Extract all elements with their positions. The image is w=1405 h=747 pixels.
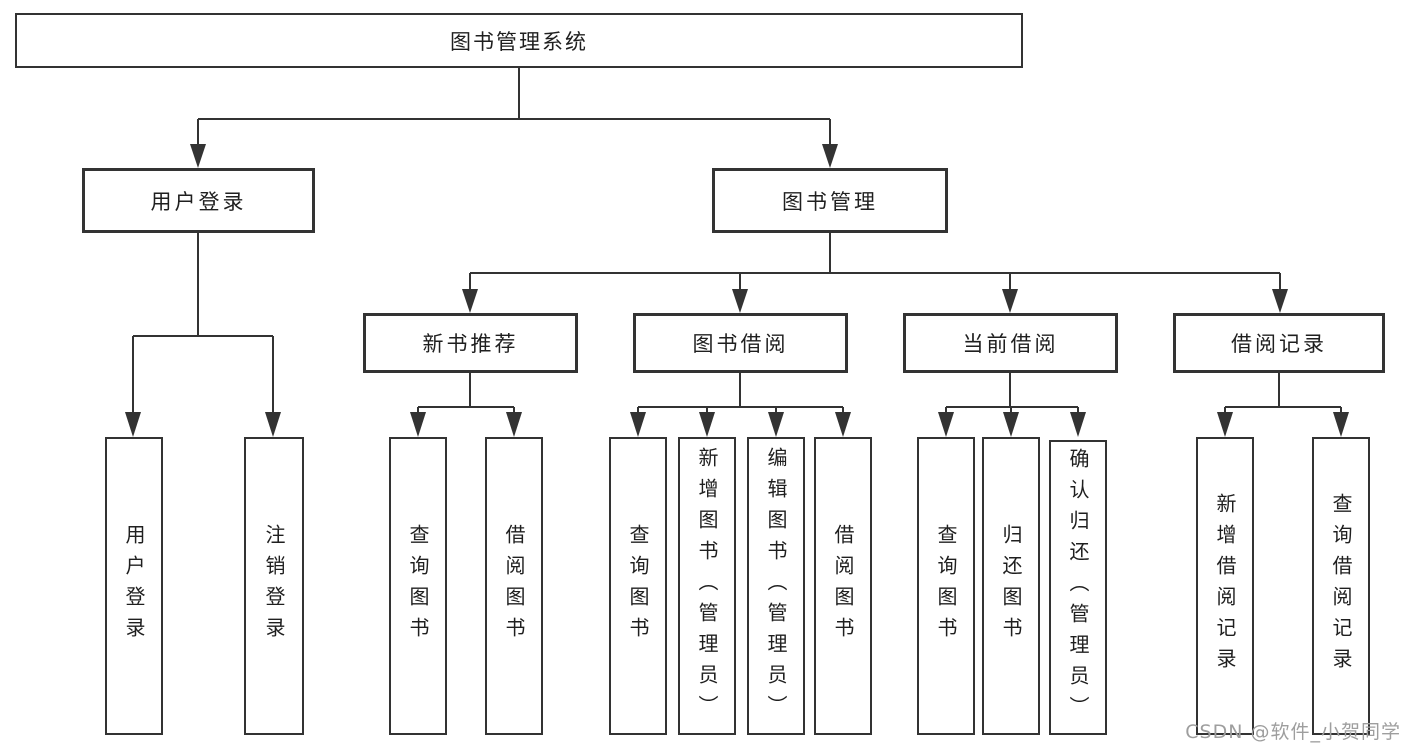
leaf-confirm-return-admin: 确认归还（管理员） — [1049, 440, 1107, 735]
leaf-borrow-book: 借阅图书 — [814, 437, 872, 735]
leaf-query-book-recommend: 查询图书 — [389, 437, 447, 735]
node-book-management: 图书管理 — [712, 168, 948, 233]
leaf-label: 归还图书 — [999, 524, 1023, 648]
node-label: 用户登录 — [150, 189, 247, 214]
node-library-management-system: 图书管理系统 — [15, 13, 1023, 68]
leaf-label: 查询图书 — [626, 524, 650, 648]
leaf-add-borrow-record: 新增借阅记录 — [1196, 437, 1254, 735]
node-new-book-recommend: 新书推荐 — [363, 313, 578, 373]
leaf-borrow-book-recommend: 借阅图书 — [485, 437, 543, 735]
leaf-query-book-current: 查询图书 — [917, 437, 975, 735]
node-current-borrowing: 当前借阅 — [903, 313, 1118, 373]
leaf-query-borrow-record: 查询借阅记录 — [1312, 437, 1370, 735]
node-book-borrowing: 图书借阅 — [633, 313, 848, 373]
node-label: 图书管理 — [782, 189, 878, 214]
leaf-user-login: 用户登录 — [105, 437, 163, 735]
leaf-label: 注销登录 — [262, 524, 286, 648]
leaf-label: 新增借阅记录 — [1213, 493, 1237, 679]
leaf-label: 新增图书（管理员） — [695, 446, 719, 726]
arrowheads — [125, 144, 1349, 437]
node-user-login: 用户登录 — [82, 168, 315, 233]
leaf-label: 查询借阅记录 — [1329, 493, 1353, 679]
leaf-label: 用户登录 — [122, 524, 146, 648]
node-label: 新书推荐 — [422, 332, 519, 356]
leaf-label: 编辑图书（管理员） — [764, 446, 788, 726]
leaf-add-book-admin: 新增图书（管理员） — [678, 437, 736, 735]
node-borrowing-records: 借阅记录 — [1173, 313, 1385, 373]
leaf-label: 查询图书 — [934, 524, 958, 648]
leaf-query-book-borrowing: 查询图书 — [609, 437, 667, 735]
node-label: 当前借阅 — [962, 332, 1059, 356]
node-label: 图书借阅 — [692, 332, 789, 356]
leaf-return-book: 归还图书 — [982, 437, 1040, 735]
node-label: 图书管理系统 — [450, 29, 588, 54]
leaf-label: 确认归还（管理员） — [1066, 448, 1090, 727]
leaf-label: 查询图书 — [406, 524, 430, 648]
node-label: 借阅记录 — [1231, 332, 1327, 356]
csdn-watermark: CSDN @软件_小贺同学 — [1185, 721, 1401, 743]
leaf-logout: 注销登录 — [244, 437, 304, 735]
leaf-label: 借阅图书 — [502, 524, 526, 648]
leaf-label: 借阅图书 — [831, 524, 855, 648]
leaf-edit-book-admin: 编辑图书（管理员） — [747, 437, 805, 735]
